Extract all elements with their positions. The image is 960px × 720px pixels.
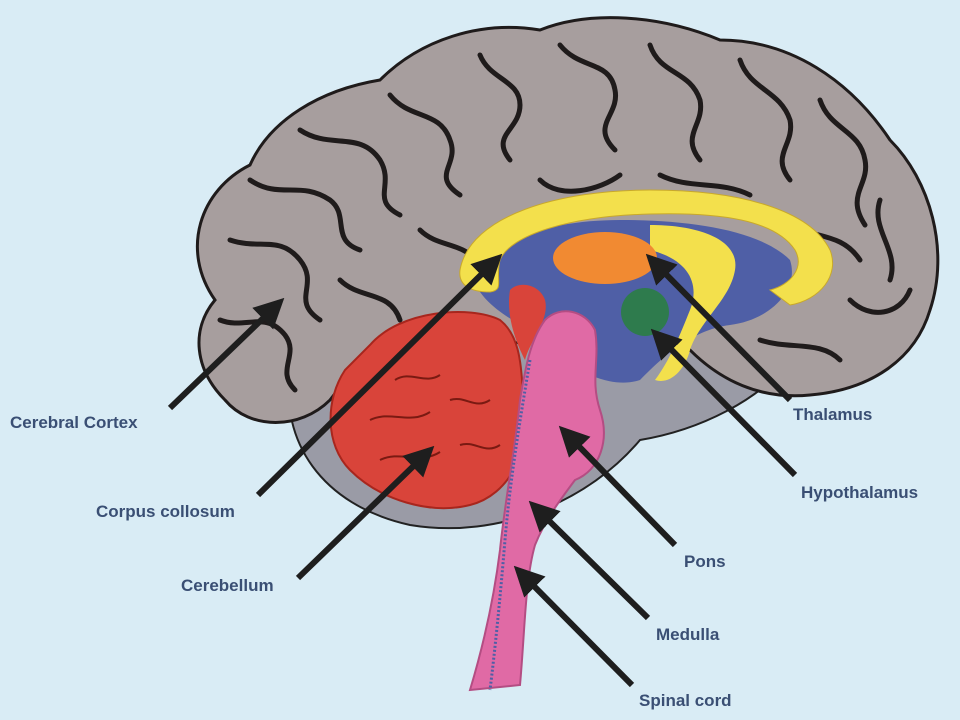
label-spinal-cord: Spinal cord [639,691,732,710]
midbrain-shape [508,284,546,360]
cerebellum-folds [369,374,501,461]
arrow-hypothalamus [650,328,798,478]
arrow-thalamus [645,253,793,403]
arrow-cerebral-cortex [167,297,285,411]
label-cerebellum: Cerebellum [181,576,274,595]
hypothalamus-shape [621,288,669,336]
arrow-pons [558,425,678,548]
label-hypothalamus: Hypothalamus [801,483,918,502]
label-medulla: Medulla [656,625,720,644]
label-arrows [167,253,798,688]
arrow-cerebellum [295,445,435,581]
spinal-canal-line [488,359,532,691]
cortex-sulci [217,42,913,393]
label-thalamus: Thalamus [793,405,872,424]
thalamus-shape [553,232,657,284]
arrow-medulla [528,500,651,621]
label-corpus-collosum: Corpus collosum [96,502,235,521]
label-pons: Pons [684,552,726,571]
arrow-spinal-cord [513,565,635,688]
label-cerebral-cortex: Cerebral Cortex [10,413,138,432]
arrow-corpus-collosum [255,253,503,498]
